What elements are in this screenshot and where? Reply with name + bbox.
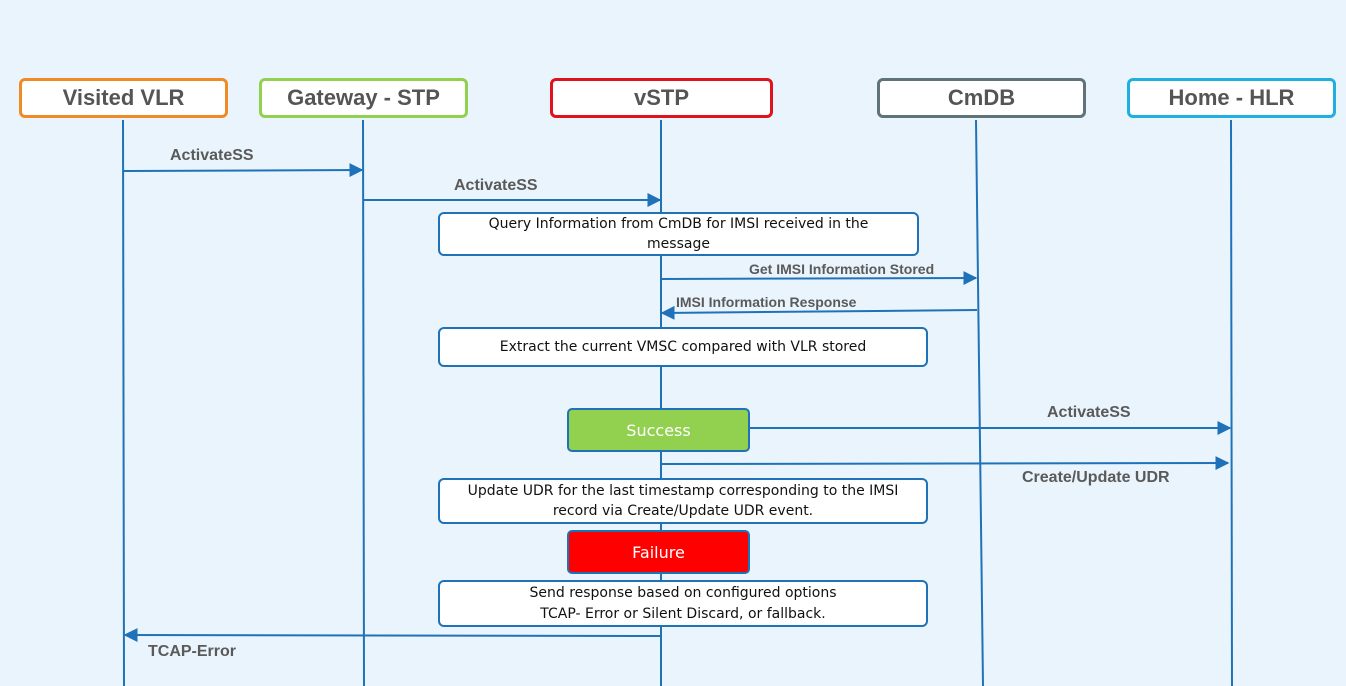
note-line: message xyxy=(647,236,710,252)
actor-label: Gateway - STP xyxy=(287,85,440,110)
actor-home-hlr: Home - HLR xyxy=(1127,78,1336,118)
note-line: record via Create/Update UDR event. xyxy=(552,503,814,519)
actor-visited-vlr: Visited VLR xyxy=(19,78,228,118)
message-label-imsi-info-response: IMSI Information Response xyxy=(676,294,857,310)
actor-cmdb: CmDB xyxy=(877,78,1086,118)
note-line: Extract the current VMSC compared with V… xyxy=(499,338,867,355)
message-label-activatess-3: ActivateSS xyxy=(1047,404,1131,421)
note-line: Send response based on configured option… xyxy=(529,585,837,602)
lifeline-visited-vlr xyxy=(122,119,125,686)
note-line: Update UDR for the last timestamp corres… xyxy=(467,482,899,499)
actor-label: vSTP xyxy=(633,85,690,110)
actor-vstp: vSTP xyxy=(550,78,773,118)
message-label-activatess-2: ActivateSS xyxy=(454,177,538,194)
note-update-udr: Update UDR for the last timestamp corres… xyxy=(438,478,928,524)
arrow-activatess-1 xyxy=(123,163,364,178)
lifeline-cmdb xyxy=(975,119,984,686)
lifeline-home-hlr xyxy=(1230,119,1233,686)
note-send-response: Send response based on configured option… xyxy=(438,580,928,627)
lifeline-gateway-stp xyxy=(362,119,365,686)
status-success: Success xyxy=(567,408,750,452)
note-line: TCAP- Error or Silent Discard, or fallba… xyxy=(540,605,826,622)
arrow-imsi-info-response xyxy=(660,305,978,320)
note-line: Query Information from CmDB for IMSI rec… xyxy=(488,215,869,232)
actor-label: Visited VLR xyxy=(62,85,185,110)
status-failure: Failure xyxy=(567,530,750,574)
message-label-activatess-1: ActivateSS xyxy=(170,147,254,164)
actor-label: Home - HLR xyxy=(1168,85,1295,110)
status-failure-label: Failure xyxy=(632,542,685,562)
note-query-cmdb: Query Information from CmDB for IMSI rec… xyxy=(438,212,919,256)
message-label-get-imsi-info: Get IMSI Information Stored xyxy=(749,261,935,277)
message-label-tcap-error: TCAP-Error xyxy=(148,643,237,660)
status-success-label: Success xyxy=(626,420,691,440)
note-extract-vmsc: Extract the current VMSC compared with V… xyxy=(438,327,928,367)
actor-gateway-stp: Gateway - STP xyxy=(259,78,468,118)
message-label-create-update-udr: Create/Update UDR xyxy=(1022,469,1170,486)
arrow-tcap-error xyxy=(123,628,662,643)
actor-label: CmDB xyxy=(947,85,1016,110)
arrow-create-update-udr xyxy=(660,456,1230,471)
arrow-get-imsi-info xyxy=(660,271,978,286)
